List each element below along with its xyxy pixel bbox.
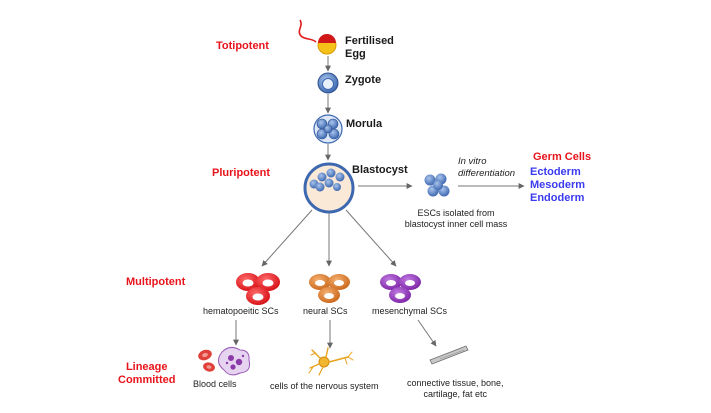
connective-tissue-icon [429,345,469,365]
label-connective-tissue: connective tissue, bone, cartilage, fat … [407,378,504,400]
arrow-to-connective [417,319,437,347]
label-egg-line1: Fertilised [345,35,394,47]
morula-icon [313,114,343,144]
germ-layer-mesoderm: Mesoderm [530,179,586,191]
germ-layer-ectoderm: Ectoderm [530,166,581,178]
stage-totipotent: Totipotent [216,40,269,52]
label-connective-line1: connective tissue, bone, [407,378,504,388]
neuron-icon [308,347,354,376]
label-neural: neural SCs [303,306,348,316]
label-in-vitro-line2: differentiation [458,168,516,179]
label-connective-line2: cartilage, fat etc [423,389,488,399]
label-in-vitro-line1: In vitro [458,156,487,167]
stage-lineage-line1: Lineage [125,361,168,373]
arrow-to-mesenchymal [345,209,397,267]
label-blood-cells: Blood cells [193,379,237,389]
stage-multipotent: Multipotent [126,276,186,288]
label-hematopoietic: hematopoeitic SCs [203,306,279,316]
label-zygote: Zygote [345,74,382,86]
label-germ-cells: Germ Cells [533,151,592,163]
label-mesenchymal: mesenchymal SCs [372,306,448,316]
label-esc-line1: ESCs isolated from [417,208,495,218]
label-in-vitro: In vitro differentiation [458,156,515,180]
label-esc-line2: blastocyst inner cell mass [404,219,508,229]
blastocyst-icon [303,162,355,214]
fertilised-egg-icon [298,19,337,55]
esc-cluster-icon [424,173,450,197]
stage-pluripotent: Pluripotent [212,167,271,179]
arrow-to-hematopoietic [261,209,313,267]
mesenchymal-cells-icon [380,274,421,303]
label-morula: Morula [346,118,383,130]
germ-layer-list: Ectoderm Mesoderm Endoderm [530,166,585,205]
germ-layer-endoderm: Endoderm [530,192,585,204]
label-nervous-system: cells of the nervous system [270,381,379,391]
stage-lineage-committed: Lineage Committed [118,361,175,387]
neural-cells-icon [309,274,350,303]
zygote-icon [317,72,339,94]
label-esc-isolated: ESCs isolated from blastocyst inner cell… [386,208,526,230]
label-fertilised-egg: Fertilised Egg [345,35,394,61]
blood-cells-icon [198,346,251,376]
stage-lineage-line2: Committed [118,374,176,386]
label-egg-line2: Egg [345,48,366,60]
hematopoietic-cells-icon [236,273,280,305]
label-blastocyst: Blastocyst [352,164,408,176]
